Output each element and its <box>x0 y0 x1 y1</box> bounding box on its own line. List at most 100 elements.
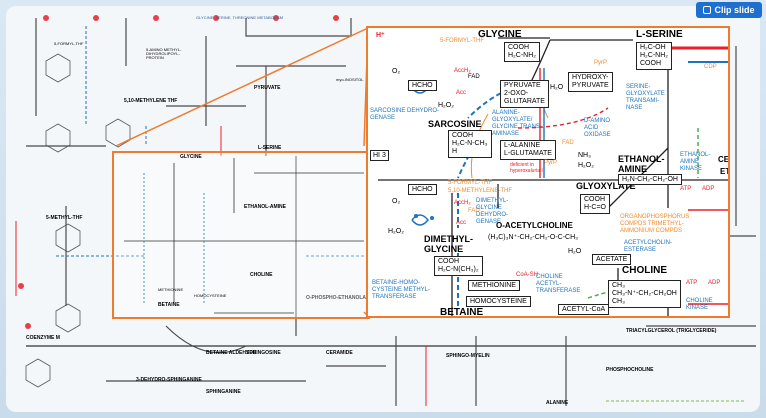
label-phosphocholine: PHOSPHOCHOLINE <box>606 367 654 373</box>
lserine-formula-line1: H₂C-OH <box>640 44 666 51</box>
sarcosine-dh-line2: GENASE <box>370 115 396 121</box>
ethanolamine-kinase-enzyme[interactable]: ETHANOL- AMINE KINASE <box>680 152 710 173</box>
sarcosine-formula-line1: COOH <box>452 132 473 139</box>
choline-kinase-enzyme[interactable]: CHOLINE KINASE <box>686 298 713 312</box>
deficient-note: deficient in hyperoxaluria I <box>510 162 543 174</box>
nh3-label: NH₃ <box>578 152 591 159</box>
lserine-formula-line3: COOH <box>640 60 661 67</box>
damino-line1: D-AMINO <box>584 118 610 124</box>
alanine-transaminase-line2: GLYOXYLATE/ <box>492 117 533 123</box>
label-dehydrosphinganine: 3-DEHYDRO-SPHINGANINE <box>136 377 202 383</box>
h2o2-label-2: H₂O₂ <box>578 162 594 169</box>
acch2-label-1: AccH₂ <box>454 68 471 74</box>
o2-label-2: O₂ <box>392 198 401 205</box>
label-methyl-thf: 5-METHYL-THF <box>46 215 83 221</box>
choline-acetyltransferase-enzyme[interactable]: CHOLINE ACETYL- TRANSFERASE <box>536 274 580 295</box>
hi3-tag[interactable]: HI 3 <box>370 150 389 161</box>
fad-label-2: FAD <box>562 140 574 146</box>
betaine-title: BETAINE <box>440 307 484 318</box>
ache-line1: ACETYLCHOLIN- <box>624 240 673 246</box>
alanine-glyoxylate-transaminase-enzyme[interactable]: ALANINE- GLYOXYLATE/ GLYCINE TRANS- AMIN… <box>492 110 542 138</box>
serine-glyoxylate-transaminase-enzyme[interactable]: SERINE- GLYOXYLATE TRANSAMI- NASE <box>626 84 665 112</box>
hydroxypyruvate-box: HYDROXY- PYRUVATE <box>568 72 613 92</box>
label-pyruvate: PYRUVATE <box>254 85 281 91</box>
chat-line1: CHOLINE <box>536 274 563 280</box>
ache-line2: ESTERASE <box>624 247 657 253</box>
label-alanine: ALANINE <box>546 400 569 406</box>
atp-label-2: ATP <box>686 280 698 286</box>
bhmt-line1: BETAINE-HOMO- <box>372 280 420 286</box>
label-betaine-aldehyde: BETAINE ALDEHYDE <box>206 350 257 356</box>
chat-line2: ACETYL- <box>536 281 562 287</box>
clip-slide-label: Clip slide <box>714 5 755 15</box>
dmg-line2: GLYCINE <box>424 244 464 254</box>
inset-homocysteine-label: HOMOCYSTEINE <box>194 293 227 298</box>
choline-formula-line3: CH₃ <box>612 298 625 305</box>
lserine-formula-box: H₂C-OH H₂C-NH₂ COOH <box>636 42 672 70</box>
alanine-transaminase-line1: ALANINE- <box>492 110 520 116</box>
dmg-dh-line1: DIMETHYL- <box>476 198 509 204</box>
methylene-thf-label: 5,10-METHYLENE-THF <box>448 188 513 194</box>
homocysteine-box: HOMOCYSTEINE <box>466 296 531 307</box>
et-fragment: ET <box>720 167 730 176</box>
label-ceramide: CERAMIDE <box>326 350 353 356</box>
hydroxypyruvate-line1: HYDROXY- <box>572 74 609 81</box>
clip-slide-button[interactable]: Clip slide <box>696 2 762 18</box>
glycine-formula-line2: H₂C-NH₂ <box>508 52 536 59</box>
alanine-glutamate-box: L-ALANINE L-GLUTAMATE <box>500 140 556 160</box>
label-sphingosine: SPHINGOSINE <box>246 350 281 356</box>
atp-label-1: ATP <box>680 186 692 192</box>
bhmt-line3: TRANSFERASE <box>372 294 417 300</box>
chk-line1: CHOLINE <box>686 298 713 304</box>
ethanolamine-title: ETHANOL- AMINE <box>618 154 665 174</box>
acc-label-1: Acc <box>456 90 467 96</box>
acetylcholinesterase-enzyme[interactable]: ACETYLCHOLIN- ESTERASE <box>624 240 672 254</box>
dimethylglycine-formula-box: COOH H₂C-N(CH₃)₂ <box>434 256 483 276</box>
ethanolamine-line2: AMINE <box>618 164 647 174</box>
organophosphorus-line1: ORGANOPHOSPHORUS <box>620 214 690 220</box>
glyoxylate-formula-line2: H-C=O <box>584 204 606 211</box>
dmg-line1: DIMETHYL- <box>424 234 473 244</box>
lserine-title: L-SERINE <box>636 29 683 40</box>
fad-label-1: FAD <box>468 74 480 80</box>
hcho-box-2: HCHO <box>408 184 437 195</box>
eth-kinase-line2: AMINE <box>680 159 700 165</box>
coa-sh-label: CoA-SH <box>516 272 539 278</box>
hydroxypyruvate-line2: PYRUVATE <box>572 82 609 89</box>
dmg-dh-line3: DEHYDRO- <box>476 212 509 218</box>
formyl-thf-label: 5-FORMYL-THF <box>440 38 484 44</box>
dimethylglycine-title: DIMETHYL- GLYCINE <box>424 234 473 254</box>
glyoxylate-formula-line1: COOH <box>584 196 605 203</box>
acetyl-coa-box: ACETYL-CoA <box>558 304 610 315</box>
methionine-box: METHIONINE <box>468 280 520 291</box>
deficient-line2: hyperoxaluria I <box>510 168 543 174</box>
inset-glycine-label: GLYCINE <box>180 154 202 160</box>
pyrp-label-1: PyrP <box>594 60 608 66</box>
label-coenzyme: COENZYME M <box>26 335 60 341</box>
o-acetylcholine-title: O-ACETYLCHOLINE <box>496 221 573 230</box>
h2o-label-1: H₂O <box>550 84 564 91</box>
damino-line3: OXIDASE <box>584 132 611 138</box>
serine-glyoxylate-line2: GLYOXYLATE <box>626 91 665 97</box>
label-methylene-thf: 5,10-METHYLENE THF <box>124 98 178 104</box>
alanine-transaminase-line4: AMINASE <box>492 131 520 137</box>
bhmt-line2: CYSTEINE METHYL- <box>372 287 431 293</box>
sarcosine-dehydrogenase-enzyme[interactable]: SARCOSINE DEHYDRO- GENASE <box>370 108 439 122</box>
sarcosine-dh-line1: SARCOSINE DEHYDRO- <box>370 108 440 114</box>
organophosphorus-note: ORGANOPHOSPHORUS COMPDS TRIMETHYL- AMMON… <box>620 214 689 235</box>
hcho-box-1: HCHO <box>408 80 437 91</box>
fad-label-3: FAD <box>468 208 480 214</box>
d-amino-acid-oxidase-enzyme[interactable]: D-AMINO ACID OXIDASE <box>584 118 611 139</box>
label-lserine: L-SERINE <box>258 145 282 151</box>
inset-highlight-region: GLYCINE ETHANOL-AMINE CHOLINE BETAINE ME… <box>112 151 370 319</box>
betaine-homocysteine-methyltransferase-enzyme[interactable]: BETAINE-HOMO- CYSTEINE METHYL- TRANSFERA… <box>372 280 430 301</box>
adp-label-2: ADP <box>708 280 721 286</box>
inset-choline-label: CHOLINE <box>250 272 273 278</box>
glycine-title: GLYCINE <box>478 29 522 40</box>
deficient-line1: deficient in <box>510 162 534 168</box>
inset-methionine-label: METHIONINE <box>158 287 184 292</box>
label-myo-inositol: myo-INOSITOL <box>336 77 364 82</box>
lalanine-line2: L-GLUTAMATE <box>504 150 552 157</box>
dimethylglycine-dehydrogenase-enzyme[interactable]: DIMETHYL- GLYCINE DEHYDRO- GENASE <box>476 198 508 226</box>
